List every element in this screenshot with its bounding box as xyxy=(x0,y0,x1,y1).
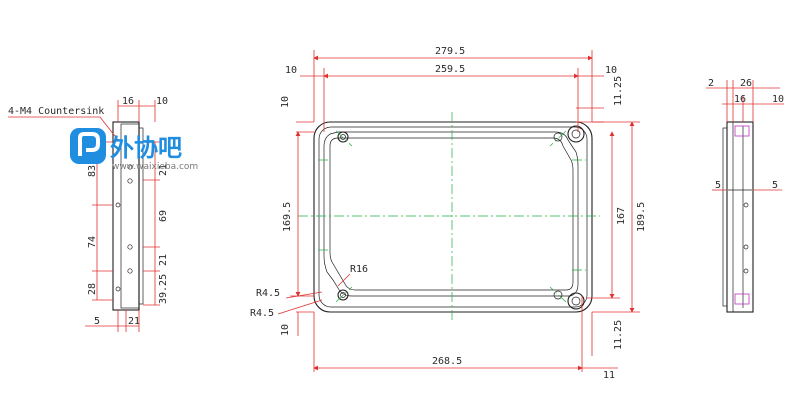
right-dim-26: 26 xyxy=(740,78,752,89)
right-side-view: 2 26 16 10 5 5 xyxy=(706,78,784,313)
right-view-body xyxy=(726,121,754,313)
watermark-logo: 外协吧 www.waixieba.com xyxy=(70,128,198,172)
countersink-callout: 4-M4 Countersink xyxy=(8,106,104,117)
radius-r16: R16 xyxy=(350,264,368,275)
left-view-holes xyxy=(115,164,133,292)
dim-right-top-11-25: 11.25 xyxy=(613,76,624,106)
bottom-dim-5: 5 xyxy=(94,316,100,327)
right-dim-69: 69 xyxy=(158,210,169,222)
dim-bottom-right-11: 11 xyxy=(603,370,615,381)
right-dim-10: 10 xyxy=(772,94,784,105)
dim-top-left-10: 10 xyxy=(285,65,297,76)
right-view-flange xyxy=(722,127,728,307)
front-view: 279.5 259.5 10 10 11.25 10 169.5 167 189… xyxy=(250,46,647,381)
right-dim-21a: 21 xyxy=(158,164,169,176)
radius-r4-5-lower: R4.5 xyxy=(250,308,274,319)
dim-268-5: 268.5 xyxy=(432,356,462,367)
left-top-dim-10: 10 xyxy=(156,96,168,107)
right-dim-21b: 21 xyxy=(158,254,169,266)
left-dim-28: 28 xyxy=(87,283,98,295)
dim-left-bottom-10: 10 xyxy=(280,324,291,336)
front-channel-outer xyxy=(323,131,579,297)
left-top-dim-16: 16 xyxy=(122,96,134,107)
front-channel-inner xyxy=(329,137,574,291)
corner-bosses xyxy=(337,125,585,310)
dim-167: 167 xyxy=(616,207,627,225)
right-dim-16: 16 xyxy=(734,94,746,105)
dim-169-5: 169.5 xyxy=(282,202,293,232)
right-dim-5-left: 5 xyxy=(715,180,721,191)
front-second-outline xyxy=(318,126,588,308)
bottom-dim-21: 21 xyxy=(128,316,140,327)
dim-left-top-10: 10 xyxy=(280,96,291,108)
logo-text: 外协吧 xyxy=(110,134,182,162)
left-dim-74: 74 xyxy=(87,236,98,248)
dim-top-right-10: 10 xyxy=(605,65,617,76)
right-dim-39-25: 39.25 xyxy=(158,274,169,304)
front-outer-outline xyxy=(313,121,593,313)
watermark-url: www.waixieba.com xyxy=(112,162,198,172)
left-side-view: 4-M4 Countersink 16 10 83.5 74 28 21 69 … xyxy=(8,96,169,332)
dim-189-5: 189.5 xyxy=(636,202,647,232)
dim-right-bottom-11-25: 11.25 xyxy=(613,320,624,350)
left-dim-83-5: 83.5 xyxy=(87,153,98,177)
right-dim-2: 2 xyxy=(708,78,714,89)
radius-r4-5-upper: R4.5 xyxy=(256,288,280,299)
dim-279-5: 279.5 xyxy=(435,46,465,57)
right-view-details xyxy=(728,125,752,305)
dim-259-5: 259.5 xyxy=(435,64,465,75)
right-dim-5-right: 5 xyxy=(772,180,778,191)
left-view-flange xyxy=(138,127,144,305)
